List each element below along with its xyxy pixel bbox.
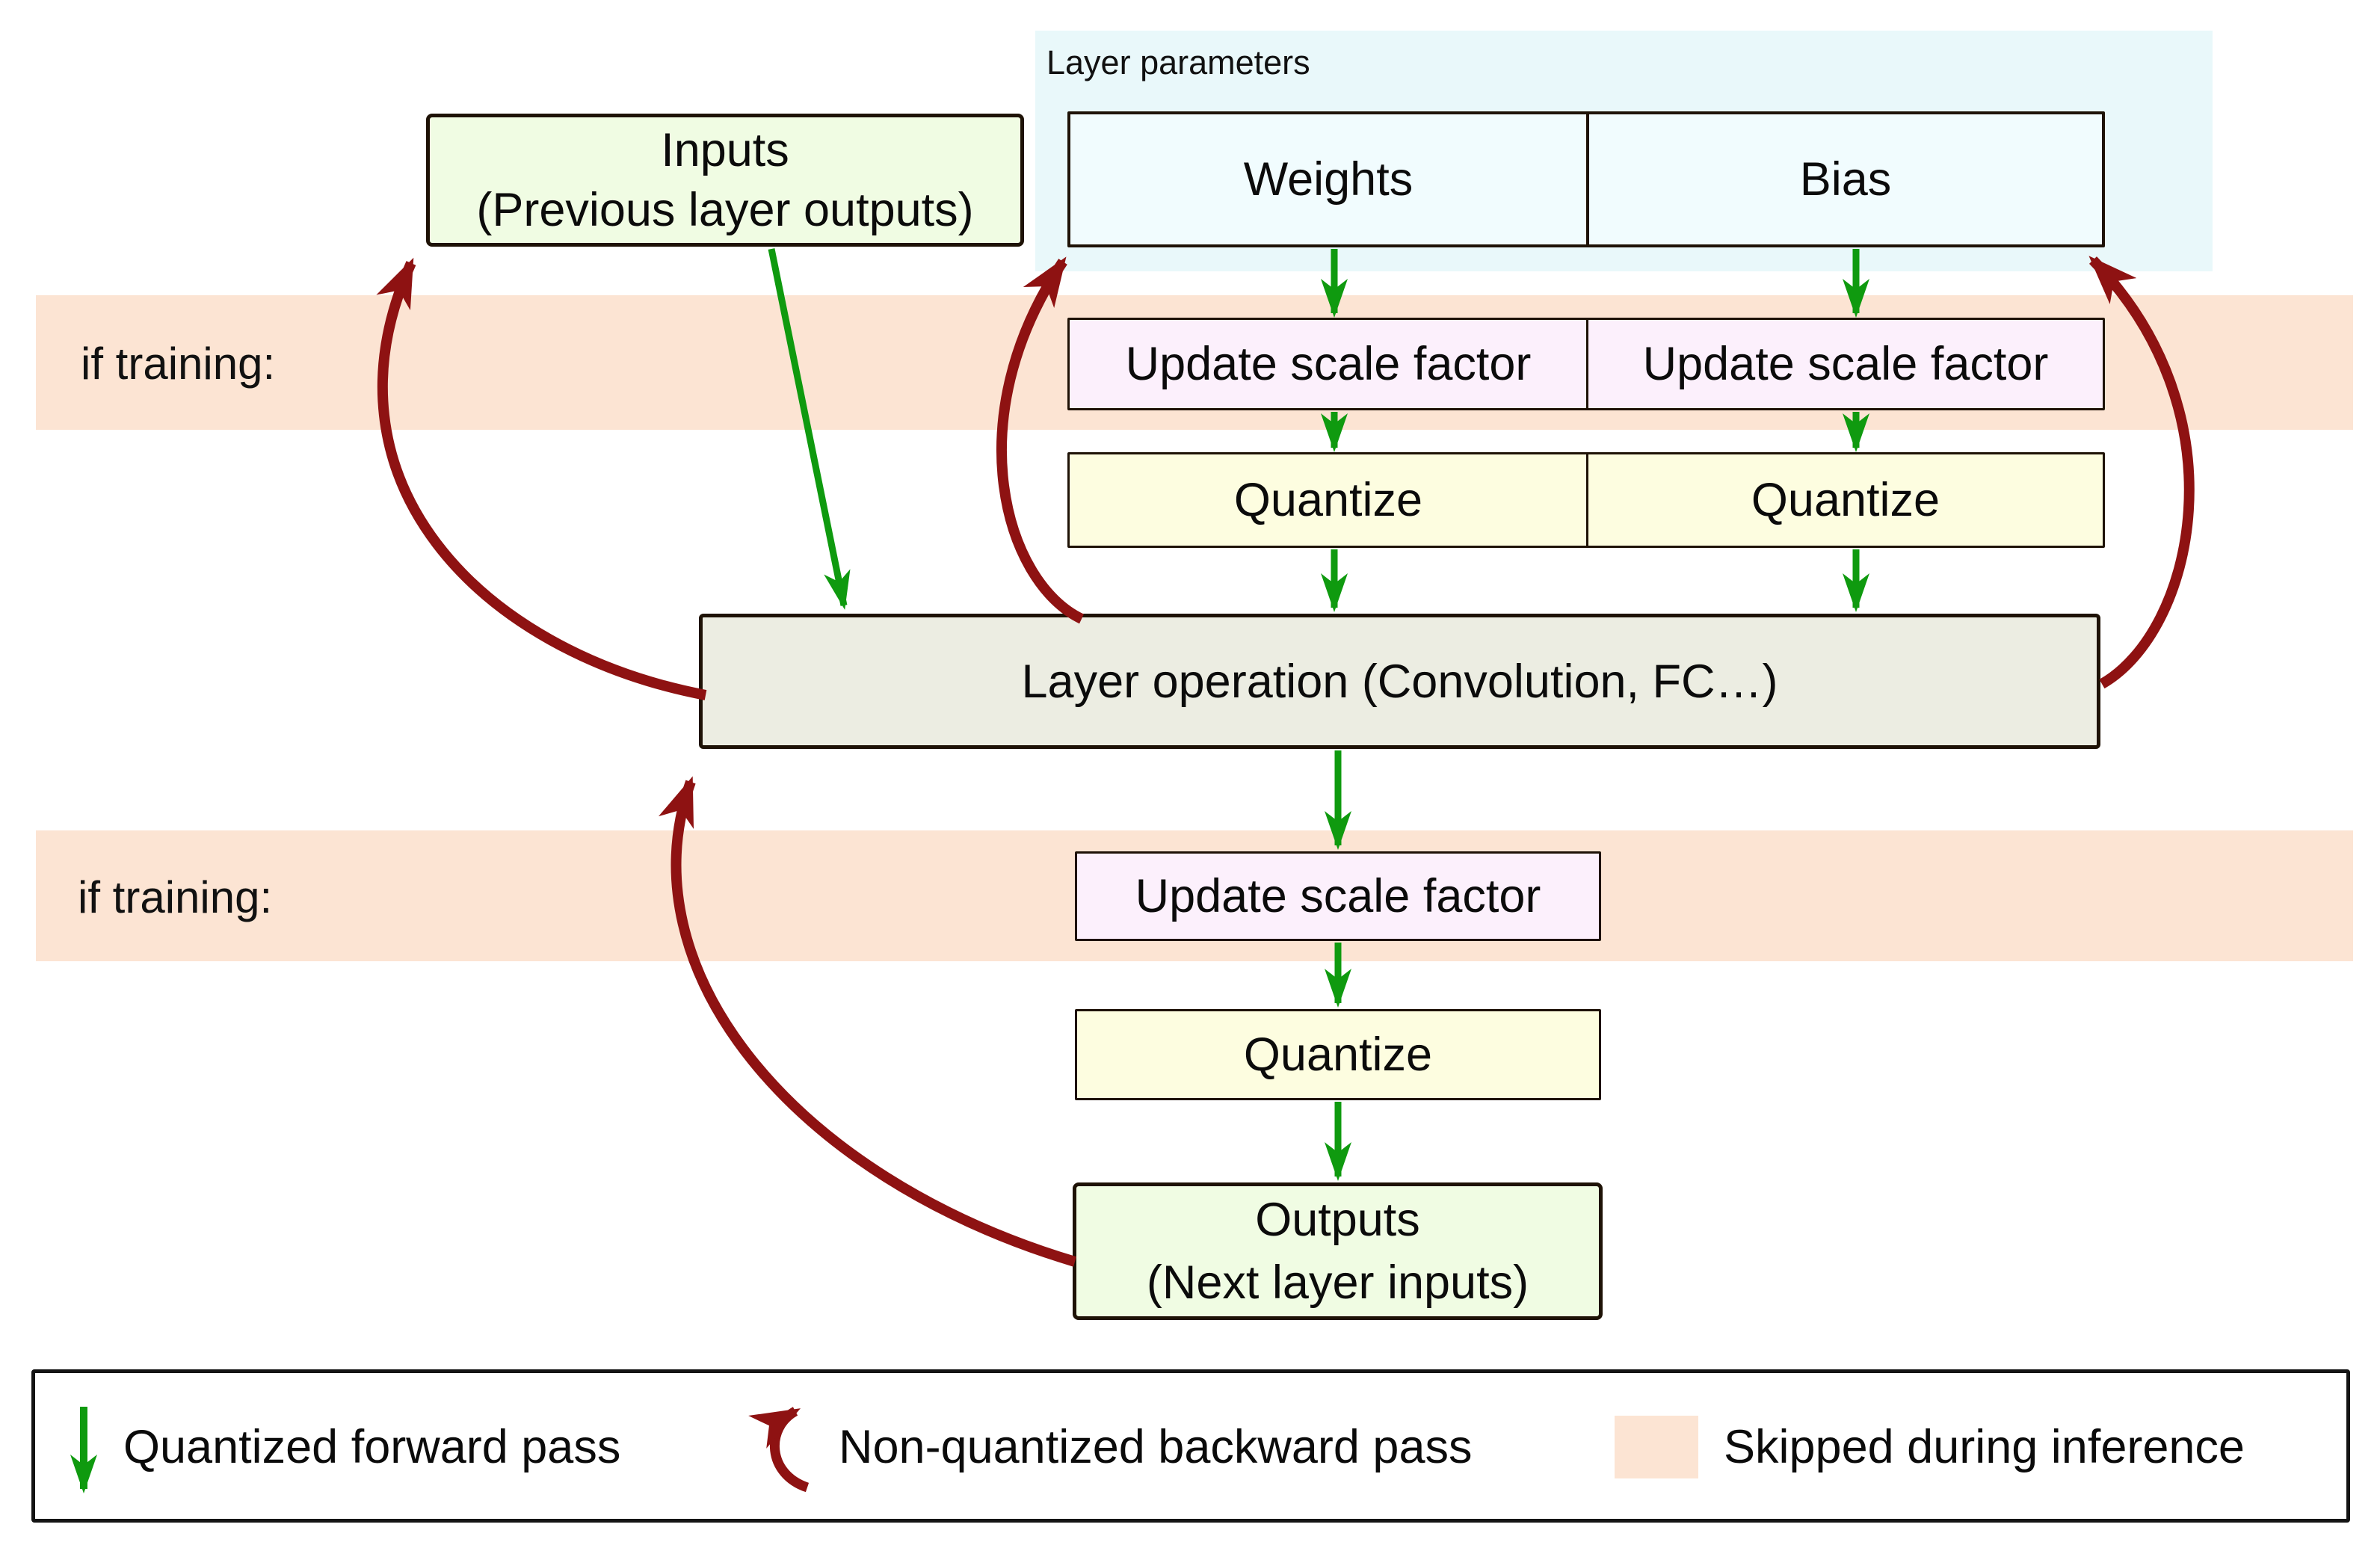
quantize-output-node: Quantize <box>1075 1009 1601 1100</box>
outputs-node-line1: Outputs <box>1255 1194 1420 1246</box>
update-scale-bias-node: Update scale factor <box>1586 318 2105 410</box>
update-scale-weights-node: Update scale factor <box>1067 318 1589 410</box>
layer-operation-node: Layer operation (Convolution, FC…) <box>699 614 2100 749</box>
inputs-node-line2: (Previous layer outputs) <box>476 184 974 236</box>
update-scale-bias-label: Update scale factor <box>1642 338 2049 390</box>
update-scale-output-node: Update scale factor <box>1075 851 1601 941</box>
update-scale-output-label: Update scale factor <box>1135 870 1541 922</box>
quantize-bias-label: Quantize <box>1751 474 1940 526</box>
update-scale-weights-label: Update scale factor <box>1125 338 1532 390</box>
layer-operation-label: Layer operation (Convolution, FC…) <box>1021 655 1778 708</box>
skipped-inference-swatch <box>1615 1416 1698 1478</box>
quantize-bias-node: Quantize <box>1586 452 2105 548</box>
layer-parameters-label: Layer parameters <box>1046 43 1310 81</box>
bias-node-label: Bias <box>1799 153 1892 206</box>
bias-node: Bias <box>1586 111 2105 247</box>
outputs-node: Outputs (Next layer inputs) <box>1073 1182 1603 1320</box>
if-training-label-bottom: if training: <box>78 872 273 922</box>
quantize-weights-label: Quantize <box>1233 474 1423 526</box>
legend-backward-label: Non-quantized backward pass <box>839 1421 1473 1473</box>
inputs-node-line1: Inputs <box>661 124 789 176</box>
quantize-output-label: Quantize <box>1243 1029 1433 1081</box>
inputs-node: Inputs (Previous layer outputs) <box>426 114 1024 247</box>
legend-forward-label: Quantized forward pass <box>123 1421 621 1473</box>
outputs-node-line2: (Next layer inputs) <box>1146 1256 1529 1309</box>
quantize-weights-node: Quantize <box>1067 452 1589 548</box>
legend-skipped-label: Skipped during inference <box>1724 1421 2245 1473</box>
legend <box>31 1369 2350 1523</box>
if-training-label-top: if training: <box>81 339 276 389</box>
weights-node: Weights <box>1067 111 1589 247</box>
weights-node-label: Weights <box>1243 153 1413 206</box>
